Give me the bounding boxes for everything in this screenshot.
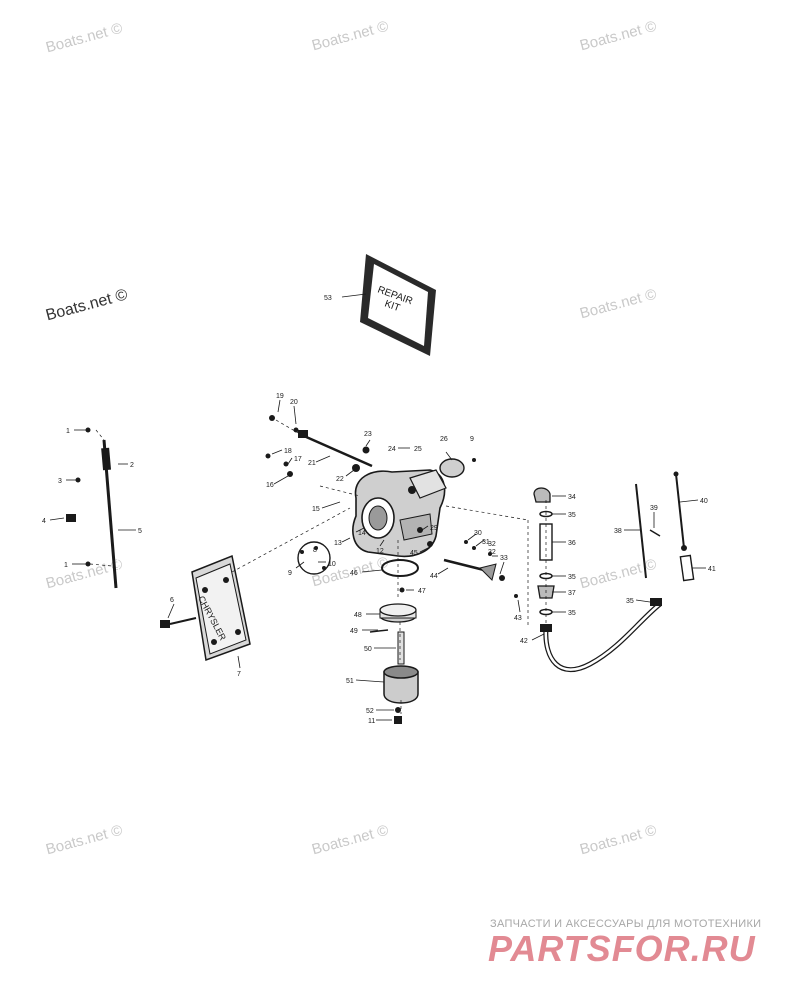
throttle-rod [66,427,121,589]
part-label: 13 [334,540,342,547]
part-label: 12 [376,548,384,555]
part-label: 5 [138,528,142,535]
throttle-shaft [265,415,373,477]
part-labels: 1 2 3 4 5 1 6 7 8 9 10 11 12 13 14 15 16… [42,295,716,725]
part-label: 52 [366,708,374,715]
part-label: 38 [614,528,622,535]
part-label: 15 [312,506,320,513]
part-label: 50 [364,646,372,653]
part-label: 7 [237,671,241,678]
part-label: 31 [482,539,490,546]
part-label: 20 [290,399,298,406]
part-label: 19 [276,393,284,400]
part-label: 16 [266,482,274,489]
cover-plate [439,458,476,478]
part-label: 37 [568,590,576,597]
repair-kit-text-line2: KIT [383,298,401,314]
part-label: 1 [66,428,70,435]
part-label: 51 [346,678,354,685]
float [379,587,417,623]
part-label: 35 [568,574,576,581]
footer-tagline: ЗАПЧАСТИ И АКСЕССУАРЫ ДЛЯ МОТОТЕХНИКИ [490,918,762,930]
part-label: 11 [368,718,375,725]
part-label: 25 [414,446,422,453]
drain-screw [394,707,402,724]
part-label: 35 [568,610,576,617]
part-label: 46 [350,570,358,577]
part-label: 18 [284,448,292,455]
part-label: 44 [430,573,438,580]
part-label: 10 [328,561,336,568]
part-label: 34 [568,494,576,501]
throttle-plate [297,541,331,575]
part-label: 49 [350,628,358,635]
assembly-lines [89,419,547,714]
part-label: 41 [708,566,716,573]
part-label: 39 [650,505,658,512]
main-jet [369,629,405,665]
fuel-line-fitting [650,598,662,606]
part-label: 9 [288,570,292,577]
carburetor-body [352,469,447,558]
part-label: 22 [336,476,344,483]
part-label: 17 [294,456,302,463]
part-label: 21 [308,460,316,467]
part-label: 35 [568,512,576,519]
part-label: 9 [470,436,474,443]
part-label: 48 [354,612,362,619]
part-label: 40 [700,498,708,505]
part-label: 33 [500,555,508,562]
part-label: 24 [388,446,396,453]
part-label: 43 [514,615,522,622]
part-label: 45 [410,550,418,557]
gasket [381,559,419,577]
part-label: 42 [520,638,528,645]
part-label: 30 [474,530,482,537]
air-silencer-cover: CHRYSLER [191,554,251,662]
footer-logo: PARTSFOR.RU [488,928,756,969]
part-label: 32 [488,549,496,556]
choke-linkage [427,540,518,598]
part-label: 3 [58,478,62,485]
part-label: 35 [626,598,634,605]
part-label: 8 [313,547,317,554]
repair-kit-box: REPAIR KIT [360,254,436,356]
part-label: 6 [170,597,174,604]
part-label: 4 [42,518,46,525]
part-label: 2 [130,462,134,469]
fuel-line-fitting [540,624,552,632]
part-label: 47 [418,588,426,595]
silencer-bolt [160,617,197,628]
float-bowl [383,665,419,704]
fuel-filter-assembly [533,487,555,616]
part-label: 26 [440,436,448,443]
part-label: 32 [488,541,496,548]
part-label: 36 [568,540,576,547]
fuel-line [543,602,662,672]
label-leaders [49,293,706,721]
part-label: 14 [358,530,366,537]
part-label: 23 [364,431,372,438]
choke-rods [635,471,695,582]
part-label: 29 [430,525,438,532]
part-label: 1 [64,562,68,569]
part-label: 53 [324,295,332,302]
